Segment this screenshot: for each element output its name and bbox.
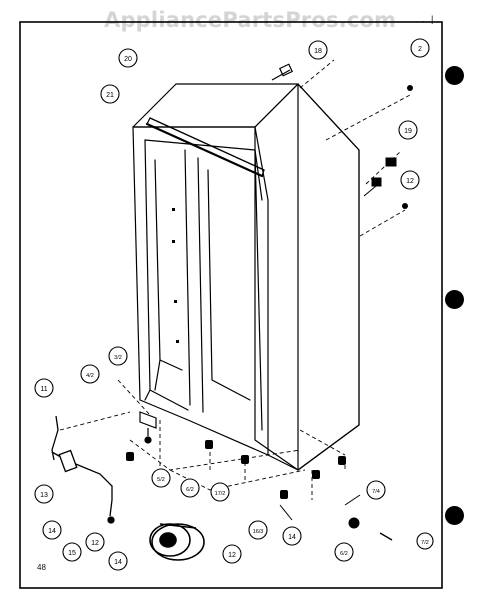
misc-fasteners [279, 494, 393, 541]
callout-circle [308, 40, 328, 60]
callout-group: 20 18 2 21 19 12 11 4/2 3/2 5/2 6/2 17/2 13 14 15 12 14 1… [34, 38, 434, 571]
callout-label: 17/2 [215, 491, 226, 497]
callout-label: 6/2 [186, 487, 194, 493]
callout-label: 15 [68, 550, 76, 557]
callout-circle [80, 364, 100, 384]
callout-circle [334, 542, 354, 562]
watermark: AppliancePartsPros.com [104, 8, 397, 32]
callout-label: 6/2 [340, 551, 348, 557]
hinge-part-19 [363, 157, 397, 197]
punch-hole-middle [445, 290, 464, 309]
page-frame [19, 21, 443, 589]
callout-label: 18 [314, 48, 322, 55]
top-trim-strip [145, 122, 264, 178]
callout-4: 19 [398, 120, 418, 140]
callout-8: 3/2 [108, 346, 128, 366]
callout-15: 12 [85, 532, 105, 552]
callout-circle [34, 378, 54, 398]
screw-part-12-upper [402, 203, 408, 209]
callout-11: 17/2 [210, 482, 230, 502]
callout-label: 12 [228, 552, 236, 559]
callout-2: 2 [410, 38, 430, 58]
callout-14: 15 [62, 542, 82, 562]
callout-16: 14 [108, 551, 128, 571]
callout-22: 7/2 [416, 532, 434, 550]
callout-circle [180, 478, 200, 498]
callout-label: 7/4 [372, 489, 380, 495]
callout-circle [100, 84, 120, 104]
callout-label: 12 [406, 178, 414, 185]
punch-hole-bottom [445, 506, 464, 525]
callout-circle [410, 38, 430, 58]
callout-5: 12 [400, 170, 420, 190]
callout-label: 3/2 [114, 355, 122, 361]
callout-label: 19 [404, 128, 412, 135]
callout-label: 14 [114, 559, 122, 566]
water-tube-assembly [51, 415, 115, 524]
callout-label: 12 [91, 540, 99, 547]
callout-circle [210, 482, 230, 502]
callout-circle [366, 480, 386, 500]
cabinet [132, 83, 360, 471]
hinge-pin-part-18 [271, 63, 294, 81]
callout-circle [151, 468, 171, 488]
callout-circle [398, 120, 418, 140]
callout-circle [222, 544, 242, 564]
callout-9: 5/2 [151, 468, 171, 488]
callout-circle [34, 484, 54, 504]
callout-circle [400, 170, 420, 190]
callout-label: 13 [40, 492, 48, 499]
callout-label: 5/2 [157, 477, 165, 483]
callout-6: 11 [34, 378, 54, 398]
callout-circle [248, 520, 268, 540]
callout-circle [282, 526, 302, 546]
cabinet-front-right-edge [254, 126, 360, 471]
callout-circle [42, 520, 62, 540]
callout-20: 6/2 [334, 542, 354, 562]
callout-label: 21 [106, 92, 114, 99]
callout-19: 7/4 [366, 480, 386, 500]
cabinet-right-side [297, 83, 360, 471]
callout-1: 18 [308, 40, 328, 60]
callout-label: 4/2 [86, 373, 94, 379]
callout-label: 11 [40, 386, 47, 393]
callout-label: 16/3 [253, 529, 264, 535]
callout-circle [85, 532, 105, 552]
screw-part-2 [407, 85, 413, 91]
callout-17: 16/3 [248, 520, 268, 540]
callout-circle [416, 532, 434, 550]
callout-circle [118, 48, 138, 68]
punch-hole-top [445, 66, 464, 85]
callout-label: 7/2 [421, 540, 429, 546]
callout-21: 12 [222, 544, 242, 564]
coupling-ring-part-12 [149, 523, 205, 561]
roller-bracket [139, 411, 157, 444]
callout-7: 4/2 [80, 364, 100, 384]
cabinet-holes [172, 208, 179, 343]
callout-10: 6/2 [180, 478, 200, 498]
callout-label: 14 [48, 528, 56, 535]
front-frame-outer [132, 126, 269, 456]
callout-label: 14 [288, 534, 296, 541]
leveling-feet [126, 440, 346, 499]
callout-circle [62, 542, 82, 562]
cabinet-base [139, 399, 269, 456]
mullion [184, 149, 191, 406]
callout-label: 20 [124, 56, 132, 63]
callout-circle [108, 551, 128, 571]
page-number: 48 [37, 563, 46, 572]
callout-circle [108, 346, 128, 366]
callout-18: 14 [282, 526, 302, 546]
callout-13: 14 [42, 520, 62, 540]
callout-0: 20 [118, 48, 138, 68]
corner-mark: . | [422, 14, 436, 24]
cabinet-top [132, 83, 299, 128]
callout-12: 13 [34, 484, 54, 504]
callout-label: 2 [418, 46, 422, 53]
callout-3: 21 [100, 84, 120, 104]
leader-lines [59, 59, 411, 500]
